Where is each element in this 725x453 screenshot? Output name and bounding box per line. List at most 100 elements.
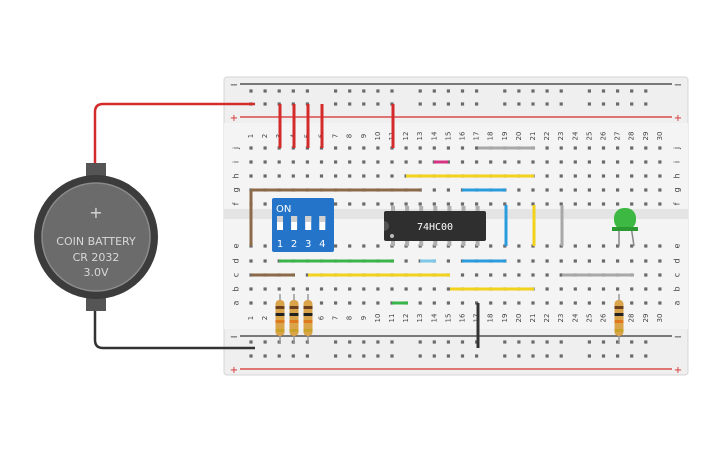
rail-hole[interactable] <box>305 89 309 93</box>
breadboard-hole[interactable] <box>503 273 507 277</box>
breadboard-hole[interactable] <box>545 287 549 291</box>
breadboard-hole[interactable] <box>418 202 422 206</box>
breadboard-hole[interactable] <box>545 188 549 192</box>
breadboard-hole[interactable] <box>404 287 408 291</box>
breadboard-hole[interactable] <box>601 174 606 178</box>
breadboard-hole[interactable] <box>446 202 450 206</box>
rail-hole[interactable] <box>334 354 338 358</box>
breadboard-hole[interactable] <box>348 174 352 178</box>
breadboard-hole[interactable] <box>601 146 606 150</box>
breadboard-hole[interactable] <box>559 301 563 305</box>
rail-hole[interactable] <box>390 89 394 93</box>
rail-hole[interactable] <box>545 89 549 93</box>
breadboard-hole[interactable] <box>460 146 465 150</box>
rail-hole[interactable] <box>376 354 380 358</box>
rail-hole[interactable] <box>418 340 422 344</box>
rail-hole[interactable] <box>460 102 465 106</box>
rail-hole[interactable] <box>334 340 338 344</box>
breadboard-hole[interactable] <box>517 188 521 192</box>
rail-hole[interactable] <box>475 354 479 358</box>
breadboard-hole[interactable] <box>531 273 535 277</box>
rail-hole[interactable] <box>334 89 338 93</box>
breadboard-hole[interactable] <box>334 146 338 150</box>
breadboard-hole[interactable] <box>263 174 267 178</box>
rail-hole[interactable] <box>362 340 366 344</box>
breadboard-hole[interactable] <box>319 174 324 178</box>
rail-hole[interactable] <box>362 354 366 358</box>
rail-hole[interactable] <box>587 354 591 358</box>
breadboard-hole[interactable] <box>658 188 662 192</box>
breadboard-hole[interactable] <box>630 259 634 263</box>
breadboard-hole[interactable] <box>545 146 549 150</box>
rail-hole[interactable] <box>432 354 436 358</box>
breadboard-hole[interactable] <box>432 301 436 305</box>
breadboard-hole[interactable] <box>348 244 352 248</box>
ic-chip-74hc00[interactable]: 74HC00 <box>384 206 486 246</box>
rail-hole[interactable] <box>616 89 620 93</box>
breadboard-hole[interactable] <box>517 259 521 263</box>
breadboard-hole[interactable] <box>249 287 253 291</box>
breadboard-hole[interactable] <box>644 202 648 206</box>
breadboard-hole[interactable] <box>334 174 338 178</box>
rail-hole[interactable] <box>559 89 563 93</box>
breadboard-hole[interactable] <box>376 287 380 291</box>
rail-hole[interactable] <box>644 340 648 344</box>
breadboard-hole[interactable] <box>263 146 267 150</box>
breadboard-hole[interactable] <box>545 160 549 164</box>
rail-hole[interactable] <box>334 102 338 106</box>
breadboard-hole[interactable] <box>475 146 479 150</box>
breadboard-hole[interactable] <box>658 259 662 263</box>
breadboard-hole[interactable] <box>348 146 352 150</box>
breadboard-hole[interactable] <box>503 160 507 164</box>
breadboard-hole[interactable] <box>390 287 394 291</box>
breadboard-hole[interactable] <box>559 202 563 206</box>
rail-hole[interactable] <box>446 102 450 106</box>
breadboard-hole[interactable] <box>404 160 408 164</box>
breadboard-hole[interactable] <box>630 188 634 192</box>
breadboard-hole[interactable] <box>517 301 521 305</box>
rail-hole[interactable] <box>517 102 521 106</box>
rail-hole[interactable] <box>644 354 648 358</box>
breadboard-hole[interactable] <box>587 174 591 178</box>
rail-hole[interactable] <box>376 340 380 344</box>
breadboard-hole[interactable] <box>348 202 352 206</box>
breadboard-hole[interactable] <box>460 202 465 206</box>
dip-toggle-switch[interactable] <box>277 216 283 230</box>
breadboard-hole[interactable] <box>616 202 620 206</box>
dip-toggle-switch[interactable] <box>305 216 312 230</box>
breadboard-hole[interactable] <box>418 301 422 305</box>
breadboard-hole[interactable] <box>545 202 549 206</box>
rail-hole[interactable] <box>390 354 394 358</box>
breadboard-hole[interactable] <box>305 287 309 291</box>
rail-hole[interactable] <box>418 89 422 93</box>
breadboard-hole[interactable] <box>404 202 408 206</box>
breadboard-hole[interactable] <box>616 146 620 150</box>
breadboard-hole[interactable] <box>658 301 662 305</box>
breadboard-hole[interactable] <box>362 202 366 206</box>
breadboard-hole[interactable] <box>390 160 394 164</box>
breadboard-hole[interactable] <box>587 244 591 248</box>
breadboard-hole[interactable] <box>376 146 380 150</box>
breadboard-hole[interactable] <box>658 160 662 164</box>
breadboard-hole[interactable] <box>460 273 465 277</box>
breadboard-hole[interactable] <box>348 301 352 305</box>
breadboard-hole[interactable] <box>545 259 549 263</box>
breadboard-hole[interactable] <box>446 259 450 263</box>
breadboard-hole[interactable] <box>658 202 662 206</box>
breadboard-hole[interactable] <box>291 160 295 164</box>
breadboard-hole[interactable] <box>446 146 450 150</box>
breadboard-hole[interactable] <box>587 146 591 150</box>
rail-hole[interactable] <box>545 340 549 344</box>
dip-toggle-switch[interactable] <box>319 216 326 230</box>
breadboard-hole[interactable] <box>263 160 267 164</box>
breadboard-hole[interactable] <box>545 273 549 277</box>
breadboard-hole[interactable] <box>460 160 465 164</box>
breadboard-hole[interactable] <box>305 160 309 164</box>
breadboard-hole[interactable] <box>573 146 577 150</box>
rail-hole[interactable] <box>376 102 380 106</box>
rail-hole[interactable] <box>503 102 507 106</box>
rail-hole[interactable] <box>418 102 422 106</box>
rail-hole[interactable] <box>475 102 479 106</box>
rail-hole[interactable] <box>503 89 507 93</box>
breadboard-hole[interactable] <box>460 301 465 305</box>
